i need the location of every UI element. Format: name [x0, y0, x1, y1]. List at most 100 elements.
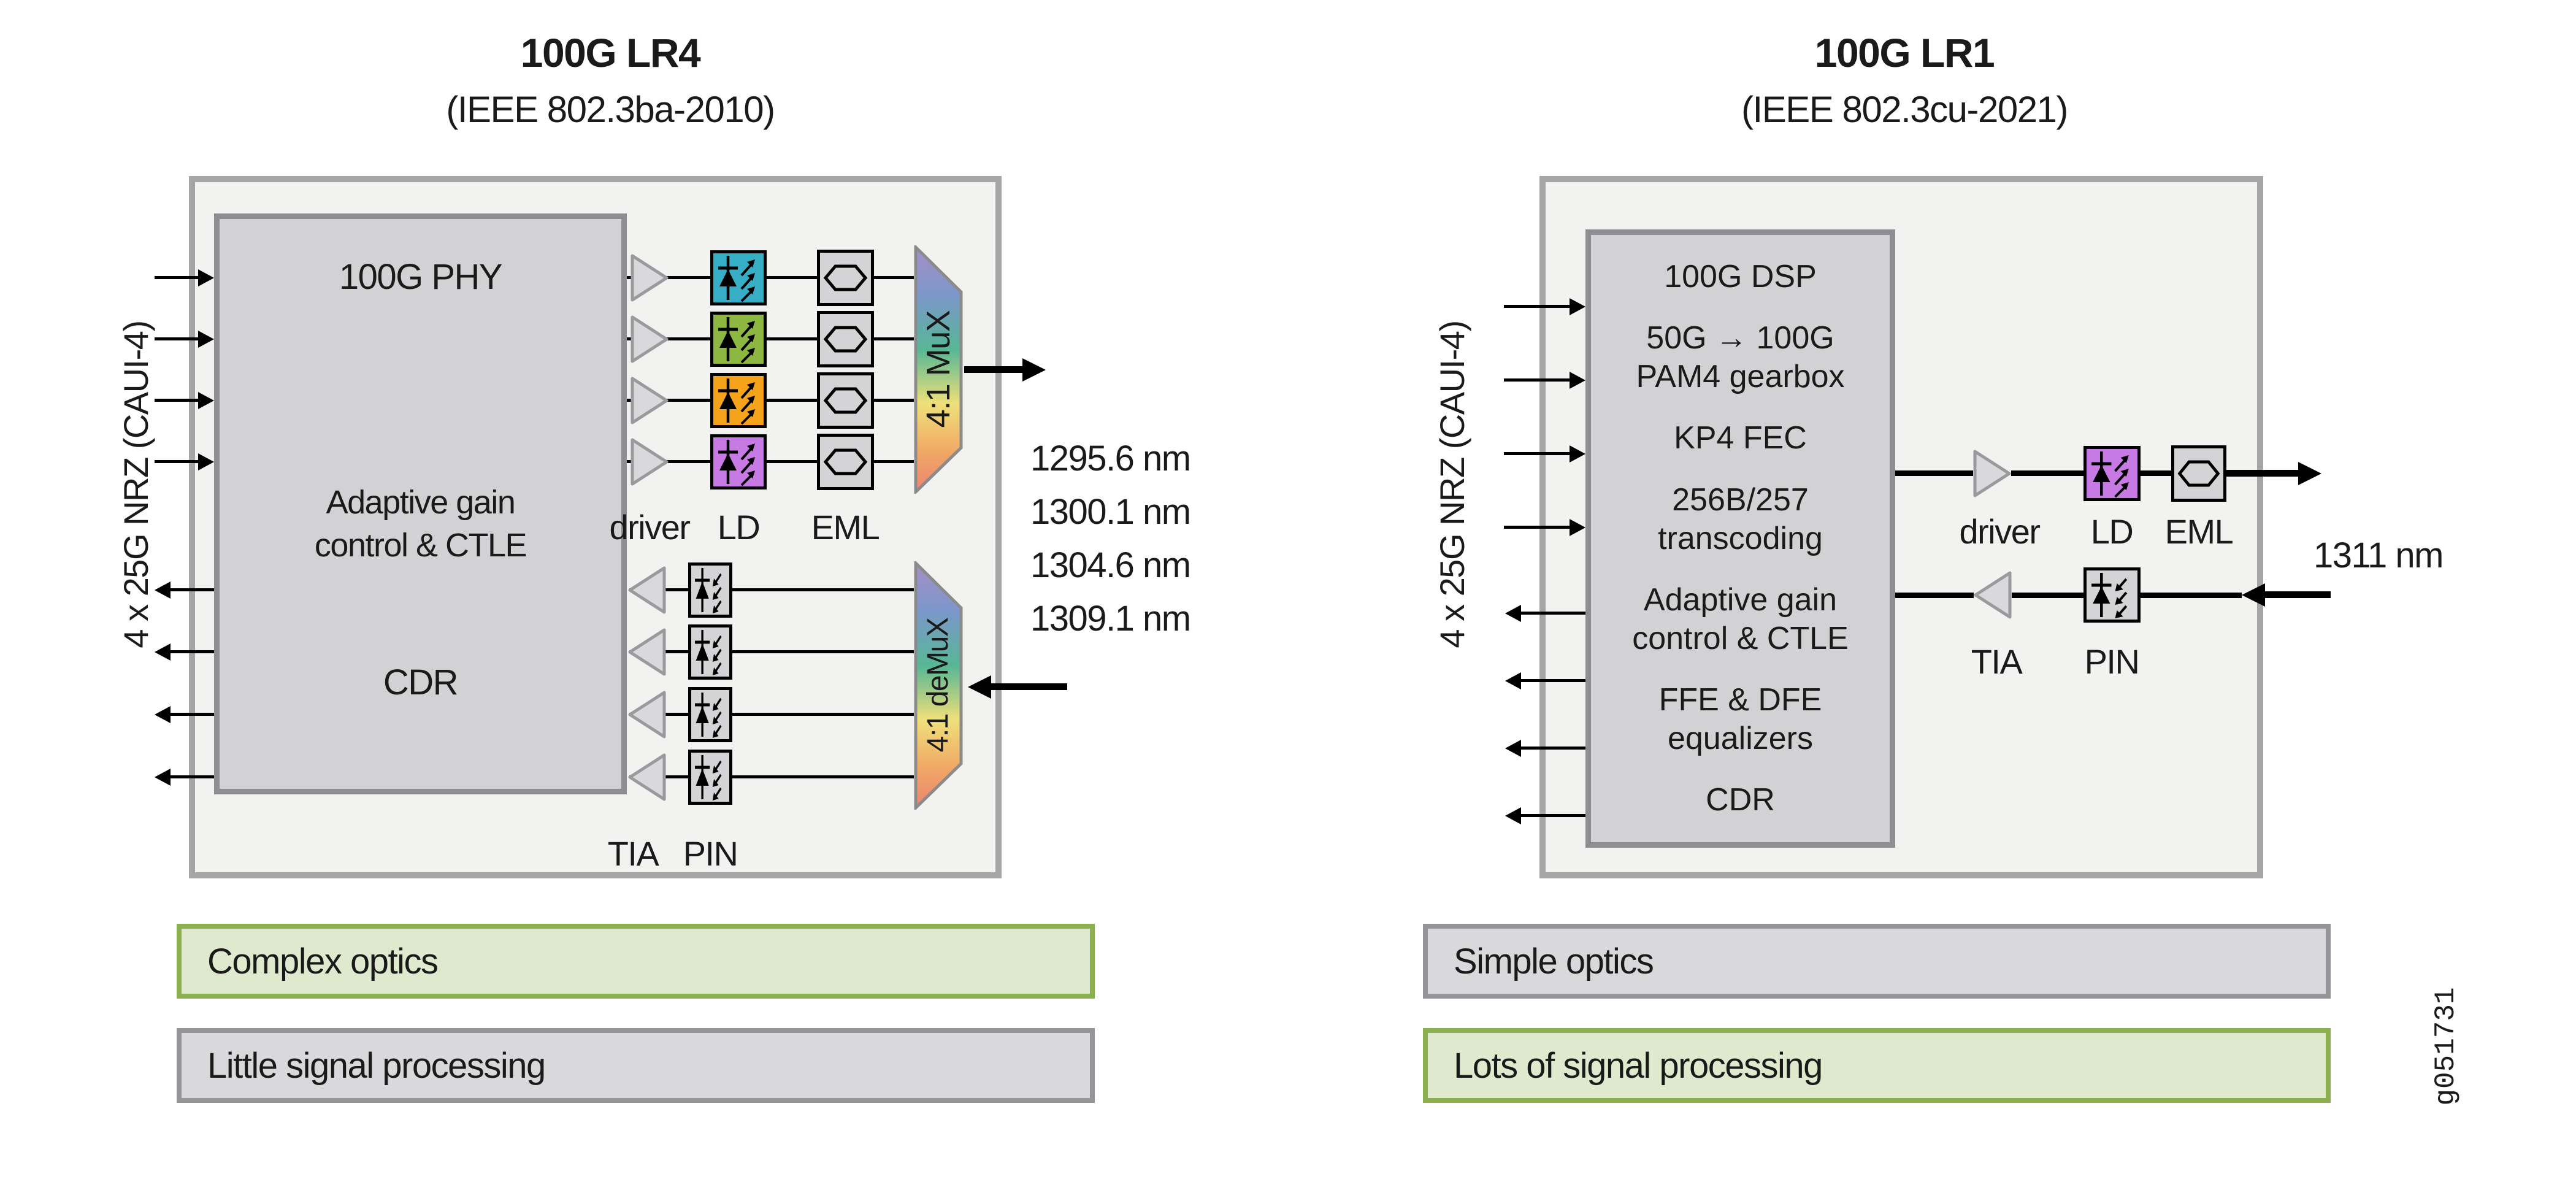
left-tia-label: TIA — [607, 834, 659, 873]
wavelength-item: 1309.1 nm — [1030, 599, 1191, 639]
tx-fiber-arrow — [1022, 358, 1046, 382]
left-driver-label: driver — [609, 508, 691, 547]
laser-diode-icon — [710, 434, 767, 489]
right-tia-label: TIA — [1971, 642, 2023, 681]
driver-amp-icon — [631, 254, 669, 302]
right-tx-line-c — [2141, 470, 2171, 476]
rx-output-arrow-1 — [1505, 605, 1521, 622]
left-ld-label: LD — [717, 508, 761, 547]
left-phy-label: 100G PHY — [339, 257, 503, 297]
tx-lane-line-4 — [627, 460, 914, 463]
right-wavelength-label: 1311 nm — [2313, 536, 2444, 575]
tx-input-line-1 — [1504, 305, 1570, 308]
pin-photodiode-icon — [688, 687, 732, 742]
tx-input-arrow-2 — [1570, 372, 1585, 389]
driver-amp-icon — [631, 377, 669, 424]
right-optics-badge-label: Simple optics — [1454, 941, 1654, 981]
laser-diode-icon — [2083, 446, 2141, 501]
right-ld-label: LD — [2090, 512, 2134, 551]
right-subtitle: (IEEE 802.3cu-2021) — [1741, 89, 2068, 130]
tx-lane-line-2 — [627, 337, 914, 340]
rx-output-arrow-2 — [1505, 672, 1521, 689]
rx-lane-line-1 — [629, 588, 914, 591]
right-tx-fiber-arrow — [2298, 462, 2321, 485]
rx-fiber-arrow — [968, 675, 991, 699]
pin-photodiode-icon — [2083, 567, 2141, 623]
rx-output-line-1 — [1520, 612, 1585, 615]
laser-diode-icon — [710, 312, 767, 367]
left-phy-chip — [214, 213, 627, 794]
dsp-function: CDR — [1706, 781, 1775, 818]
right-tx-line-a — [1895, 470, 1973, 476]
tia-amp-icon — [628, 753, 666, 801]
left-eml-label: EML — [811, 508, 880, 547]
left-title-block: 100G LR4 (IEEE 802.3ba-2010) — [288, 29, 932, 131]
rx-lane-line-2 — [629, 650, 914, 653]
rx-output-arrow-4 — [1505, 807, 1521, 824]
eml-modulator-icon — [817, 250, 874, 306]
left-dsp-badge-label: Little signal processing — [207, 1045, 546, 1086]
tia-amp-icon — [628, 566, 666, 614]
dsp-function: 256B/257 transcoding — [1658, 482, 1823, 556]
rx-output-line-3 — [170, 713, 214, 716]
wavelength-list: 1295.6 nm 1300.1 nm 1304.6 nm 1309.1 nm — [1030, 432, 1191, 645]
demux-label: 4:1 deMuX — [922, 618, 954, 753]
left-bus-label: 4 x 25G NRZ (CAUI-4) — [117, 321, 155, 648]
tx-input-arrow-1 — [1570, 298, 1585, 315]
right-tx-line-b — [2011, 470, 2083, 476]
right-bus-label: 4 x 25G NRZ (CAUI-4) — [1433, 321, 1471, 648]
mux-label: 4:1 MuX — [920, 310, 957, 428]
tx-input-line-4 — [155, 460, 200, 463]
laser-diode-icon — [710, 250, 767, 305]
tx-input-line-2 — [155, 337, 200, 340]
left-agc-label: Adaptive gain control & CTLE — [314, 484, 527, 564]
figure-id-label: g051731 — [2430, 987, 2462, 1106]
right-optics-badge: Simple optics — [1423, 924, 2331, 999]
tx-input-arrow-4 — [1570, 519, 1585, 536]
pin-photodiode-icon — [688, 562, 732, 618]
rx-output-line-4 — [1520, 814, 1585, 817]
right-rx-line-a — [1895, 593, 1974, 598]
rx-output-line-4 — [170, 775, 214, 778]
driver-amp-icon — [631, 315, 669, 363]
right-tx-fiber-line — [2226, 470, 2298, 477]
tx-input-line-3 — [155, 399, 200, 402]
left-pin-label: PIN — [683, 834, 738, 873]
tx-input-arrow-1 — [198, 269, 214, 286]
tx-input-arrow-2 — [198, 331, 214, 348]
driver-amp-icon — [631, 438, 669, 486]
right-title: 100G LR1 — [1814, 30, 1995, 75]
right-title-block: 100G LR1 (IEEE 802.3cu-2021) — [1582, 29, 2226, 131]
rx-output-line-1 — [170, 588, 214, 591]
tx-lane-line-1 — [627, 276, 914, 279]
rx-output-line-2 — [1520, 679, 1585, 682]
left-optics-badge-label: Complex optics — [207, 941, 439, 981]
left-dsp-badge: Little signal processing — [177, 1028, 1095, 1103]
right-rx-fiber-line — [2264, 591, 2331, 598]
laser-diode-icon — [710, 373, 767, 428]
rx-lane-line-3 — [629, 713, 914, 716]
left-title: 100G LR4 — [520, 30, 701, 75]
eml-modulator-icon — [817, 434, 874, 490]
dsp-function: 50G → 100G PAM4 gearbox — [1636, 320, 1845, 395]
rx-lane-line-4 — [629, 775, 914, 778]
rx-output-arrow-1 — [155, 582, 171, 599]
tx-input-line-1 — [155, 276, 200, 279]
tx-input-line-4 — [1504, 526, 1570, 529]
rx-fiber-line — [990, 683, 1067, 690]
tia-amp-icon — [628, 691, 666, 739]
right-rx-fiber-arrow — [2242, 583, 2265, 607]
right-dsp-badge: Lots of signal processing — [1423, 1028, 2331, 1103]
tx-input-arrow-3 — [1570, 445, 1585, 463]
wavelength-item: 1300.1 nm — [1030, 492, 1191, 532]
dsp-function: 100G DSP — [1664, 259, 1817, 295]
rx-output-arrow-2 — [155, 643, 171, 661]
rx-output-line-3 — [1520, 747, 1585, 750]
left-subtitle: (IEEE 802.3ba-2010) — [446, 89, 775, 130]
pin-photodiode-icon — [688, 750, 732, 805]
tx-input-arrow-4 — [198, 453, 214, 470]
right-driver-label: driver — [1959, 512, 2041, 551]
tia-amp-icon — [628, 628, 666, 676]
left-cdr-label: CDR — [383, 662, 459, 702]
